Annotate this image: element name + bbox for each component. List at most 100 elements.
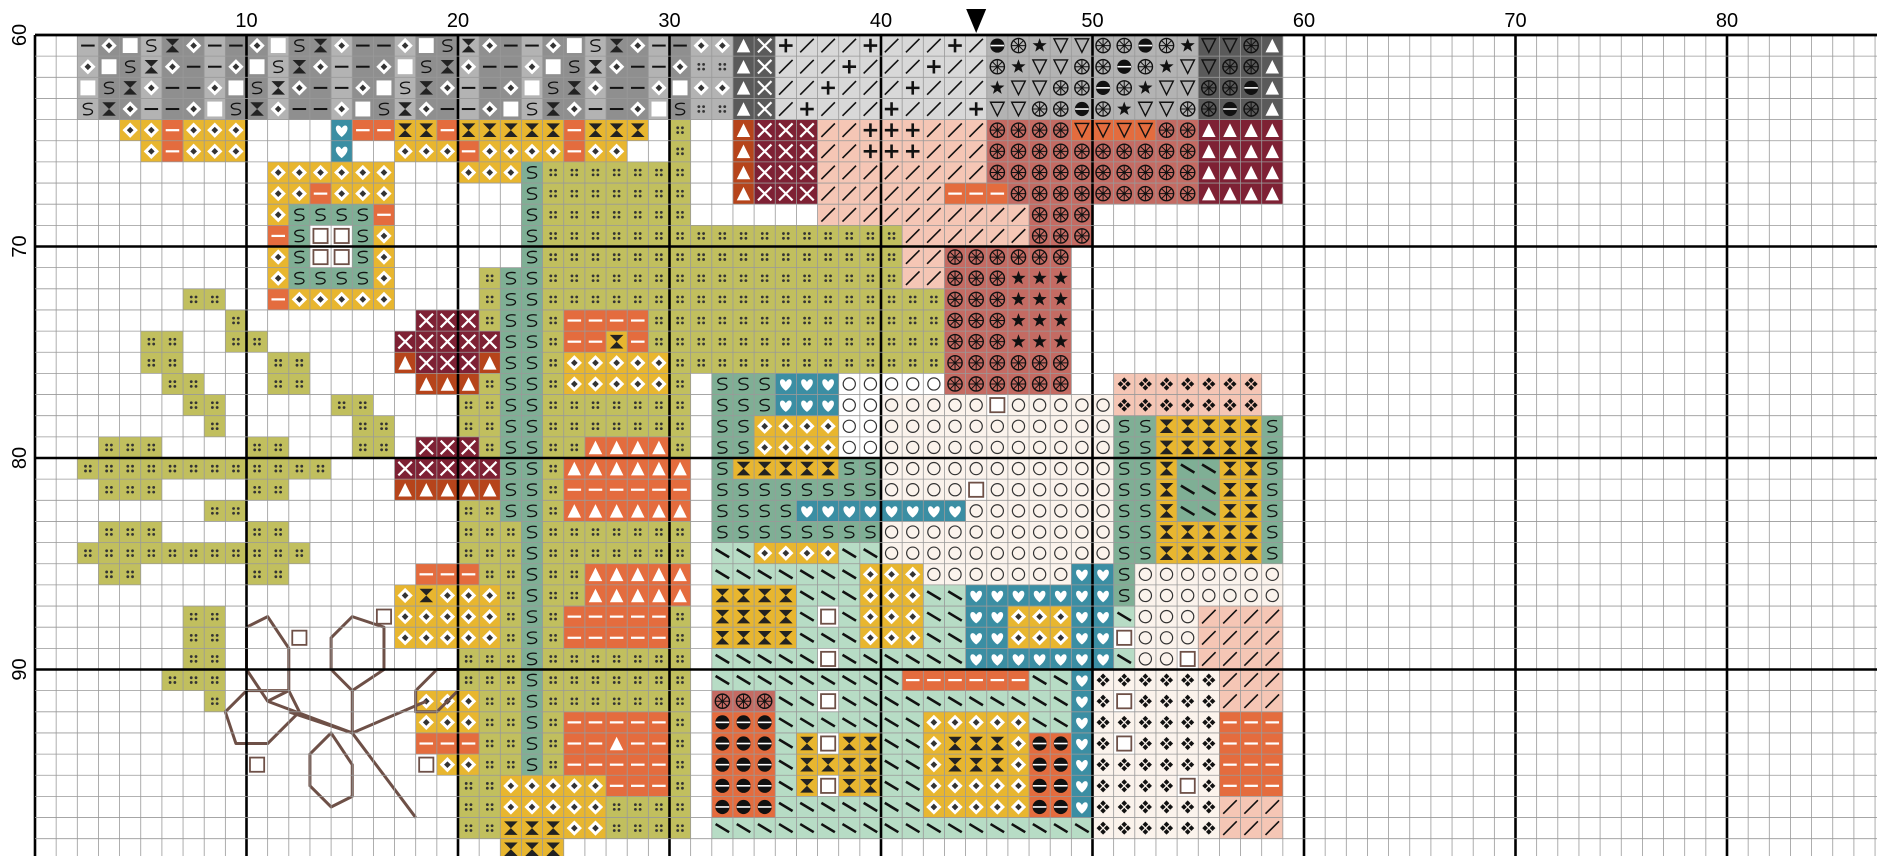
stitch-cell — [373, 120, 394, 141]
stitch-fill — [479, 733, 500, 754]
dot-mark — [639, 279, 642, 282]
stitch-fill — [902, 352, 923, 373]
dot-mark — [486, 380, 489, 383]
stitch-fill — [775, 352, 796, 373]
dot-mark — [634, 702, 637, 705]
stitch-cell — [987, 35, 1008, 56]
dot-mark — [803, 279, 806, 282]
dot-mark — [507, 528, 510, 531]
stitch-fill — [691, 331, 712, 352]
dot-mark — [766, 359, 769, 362]
dot-mark — [676, 554, 679, 557]
dot-mark — [719, 253, 722, 256]
stitch-cell — [479, 627, 500, 648]
stitch-cell — [543, 521, 564, 542]
dot-mark — [613, 258, 616, 261]
dot-mark — [216, 401, 219, 404]
stitch-cell — [521, 289, 542, 310]
dot-mark — [126, 528, 129, 531]
stitch-cell — [479, 479, 500, 500]
dot-mark — [634, 173, 637, 176]
stitch-fill — [712, 289, 733, 310]
stitch-fill — [479, 500, 500, 521]
dot-mark — [554, 744, 557, 747]
dot-mark — [216, 512, 219, 515]
dot-mark — [470, 787, 473, 790]
stitch-cell — [754, 331, 775, 352]
dot-mark — [575, 423, 578, 426]
dot-mark — [618, 829, 621, 832]
dot-mark — [655, 808, 658, 811]
stitch-cell — [606, 98, 627, 119]
stitch-fill — [881, 225, 902, 246]
dot-mark — [385, 448, 388, 451]
dot-mark — [507, 723, 510, 726]
stitch-cell — [585, 331, 606, 352]
dot-mark — [592, 406, 595, 409]
stitch-cell — [479, 56, 500, 77]
dot-mark — [914, 300, 917, 303]
dot-mark — [232, 512, 235, 515]
dot-mark — [681, 427, 684, 430]
dot-mark — [507, 533, 510, 536]
dot-mark — [681, 803, 684, 806]
stitch-cell — [479, 712, 500, 733]
stitch-cell — [543, 331, 564, 352]
dot-mark — [491, 554, 494, 557]
stitch-cell — [521, 733, 542, 754]
stitch-cell — [796, 352, 817, 373]
dot-mark — [486, 697, 489, 700]
stitch-fill — [733, 225, 754, 246]
stitch-fill — [860, 268, 881, 289]
stitch-fill — [648, 162, 669, 183]
dot-mark — [824, 317, 827, 320]
dot-mark — [613, 549, 616, 552]
stitch-fill — [670, 543, 691, 564]
stitch-fill — [670, 754, 691, 775]
stitch-cell — [902, 77, 923, 98]
dot-mark — [549, 317, 552, 320]
dot-mark — [549, 486, 552, 489]
stitch-cell — [585, 500, 606, 521]
stitch-cell — [162, 458, 183, 479]
dot-mark — [702, 68, 705, 71]
dot-mark — [364, 406, 367, 409]
stitch-cell — [606, 225, 627, 246]
stitch-cell — [1050, 77, 1071, 98]
dot-mark — [681, 211, 684, 214]
stitch-cell — [881, 98, 902, 119]
dot-mark — [549, 190, 552, 193]
stitch-fill — [543, 416, 564, 437]
stitch-cell — [479, 120, 500, 141]
stitch-cell — [521, 331, 542, 352]
dot-mark — [829, 279, 832, 282]
stitch-cell — [458, 585, 479, 606]
dot-mark — [676, 279, 679, 282]
stitch-fill — [818, 331, 839, 352]
dot-mark — [655, 803, 658, 806]
stitch-cell — [521, 754, 542, 775]
dot-mark — [554, 211, 557, 214]
dot-mark — [676, 152, 679, 155]
stitch-cell — [268, 479, 289, 500]
stitch-cell — [268, 268, 289, 289]
dot-mark — [596, 253, 599, 256]
stitch-fill — [162, 35, 183, 56]
stitch-fill — [479, 754, 500, 775]
dot-mark — [893, 338, 896, 341]
dot-mark — [871, 359, 874, 362]
stitch-cell — [310, 289, 331, 310]
stitch-cell — [479, 670, 500, 691]
dot-mark — [380, 444, 383, 447]
dot-mark — [639, 808, 642, 811]
stitch-fill — [670, 268, 691, 289]
stitch-cell — [670, 310, 691, 331]
dot-mark — [824, 232, 827, 235]
stitch-cell — [606, 268, 627, 289]
dot-mark — [195, 676, 198, 679]
dot-mark — [787, 253, 790, 256]
dot-mark — [888, 338, 891, 341]
dot-mark — [893, 343, 896, 346]
